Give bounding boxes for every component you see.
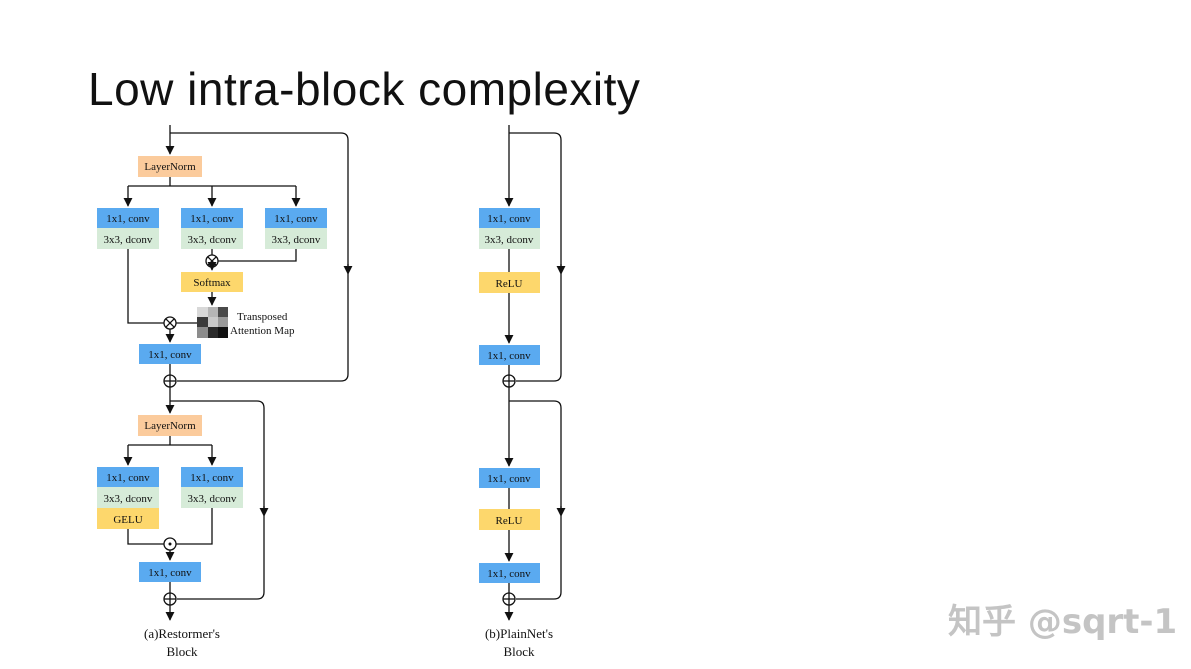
- softmax-box: [181, 272, 243, 292]
- conv-label-ffn-a: 1x1, conv: [106, 472, 150, 484]
- restormer-caption-line1: (a)Restormer's: [144, 626, 220, 641]
- dconv-label-v: 3x3, dconv: [272, 234, 321, 246]
- gelu-label: GELU: [113, 514, 142, 526]
- conv-box-k: [181, 208, 243, 228]
- restormer-caption-line2: Block: [166, 644, 198, 659]
- pn-conv-box-2: [479, 345, 540, 365]
- layernorm-label-2: LayerNorm: [144, 420, 196, 432]
- conv-label-v: 1x1, conv: [274, 213, 318, 225]
- pn-relu-box-2: [479, 509, 540, 530]
- conv-label-k: 1x1, conv: [190, 213, 234, 225]
- attention-label-line2: Attention Map: [230, 325, 295, 337]
- pn-conv-box-4: [479, 563, 540, 583]
- plainnet-caption-line1: (b)PlainNet's: [485, 626, 553, 641]
- layernorm-box-2: [138, 415, 202, 436]
- pn-conv-box-1: [479, 208, 540, 228]
- pn-conv-label-4: 1x1, conv: [487, 568, 531, 580]
- dconv-box-q: [97, 228, 159, 249]
- conv-box-ffn-a: [97, 467, 159, 487]
- conv-label-q: 1x1, conv: [106, 213, 150, 225]
- pn-relu-box-1: [479, 272, 540, 293]
- layernorm-label-1: LayerNorm: [144, 161, 196, 173]
- pn-relu-label-1: ReLU: [496, 278, 523, 290]
- watermark: 知乎 @sqrt-1: [948, 602, 1178, 642]
- conv-label-ffn-b: 1x1, conv: [190, 472, 234, 484]
- conv-out-label-2: 1x1, conv: [148, 567, 192, 579]
- dconv-label-ffn-a: 3x3, dconv: [104, 493, 153, 505]
- layernorm-box-1: [138, 156, 202, 177]
- pn-dconv-label: 3x3, dconv: [485, 234, 534, 246]
- softmax-label: Softmax: [193, 277, 231, 289]
- pn-conv-box-3: [479, 468, 540, 488]
- conv-out-box-1: [139, 344, 201, 364]
- slide-title: Low intra-block complexity: [88, 63, 641, 115]
- dconv-label-k: 3x3, dconv: [188, 234, 237, 246]
- conv-out-box-2: [139, 562, 201, 582]
- dconv-box-ffn-b: [181, 487, 243, 508]
- pn-relu-label-2: ReLU: [496, 515, 523, 527]
- dconv-box-ffn-a: [97, 487, 159, 508]
- conv-box-ffn-b: [181, 467, 243, 487]
- pn-conv-label-2: 1x1, conv: [487, 350, 531, 362]
- attention-map-grid: [197, 307, 228, 338]
- restormer-block: LayerNorm 1x1, conv 3x3, dconv 1x1, conv…: [97, 125, 353, 659]
- gelu-box: [97, 508, 159, 529]
- attention-label-line1: Transposed: [237, 311, 288, 323]
- dconv-label-q: 3x3, dconv: [104, 234, 153, 246]
- plainnet-block: 1x1, conv 3x3, dconv ReLU 1x1, conv 1x1,…: [479, 125, 566, 659]
- plainnet-caption-line2: Block: [503, 644, 535, 659]
- conv-box-v: [265, 208, 327, 228]
- conv-out-label-1: 1x1, conv: [148, 349, 192, 361]
- dconv-box-k: [181, 228, 243, 249]
- conv-box-q: [97, 208, 159, 228]
- dconv-label-ffn-b: 3x3, dconv: [188, 493, 237, 505]
- pn-dconv-box: [479, 228, 540, 249]
- pn-conv-label-1: 1x1, conv: [487, 213, 531, 225]
- pn-conv-label-3: 1x1, conv: [487, 473, 531, 485]
- dconv-box-v: [265, 228, 327, 249]
